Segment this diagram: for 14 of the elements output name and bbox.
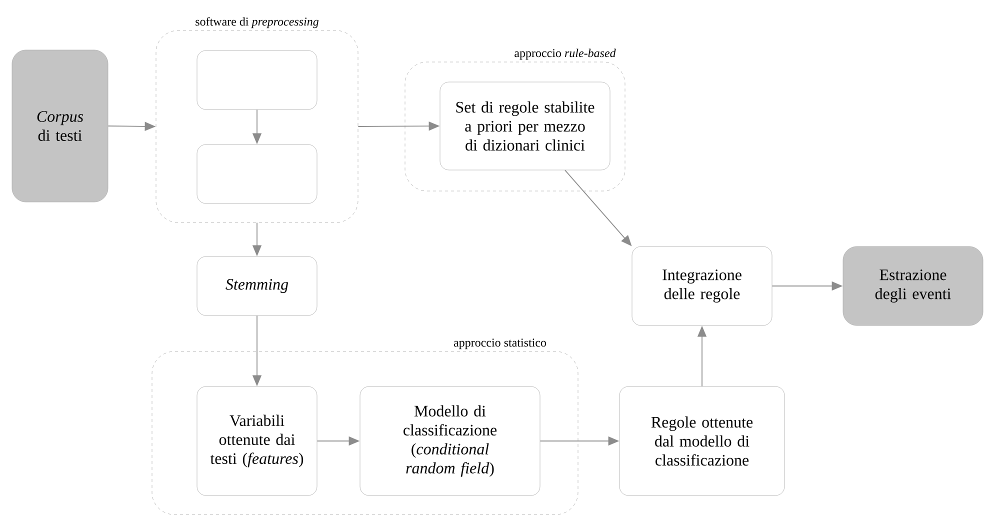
empty-box bbox=[196, 50, 318, 110]
node-label: approccio statistico bbox=[454, 338, 546, 350]
process-box: Integrazione delle regole bbox=[632, 246, 772, 326]
empty-box bbox=[196, 144, 318, 204]
process-box: Variabili ottenute dai testi (features) bbox=[196, 386, 318, 496]
terminal-box: Estrazione degli eventi bbox=[842, 246, 984, 326]
terminal-box: Corpus di testi bbox=[12, 50, 108, 202]
process-box: Stemming bbox=[196, 256, 318, 316]
process-box: Modello di classificazione (conditional random field) bbox=[360, 386, 540, 496]
process-box: Set di regole stabilite a priori per mezzo di dizionari clinici bbox=[440, 82, 610, 170]
node-label: software di preprocessing bbox=[196, 17, 319, 28]
process-box: Regole ottenute dal modello di classificazione bbox=[619, 386, 785, 496]
node-label: approccio rule-based bbox=[514, 48, 616, 60]
dashed-group: software di preprocessing bbox=[156, 17, 358, 223]
